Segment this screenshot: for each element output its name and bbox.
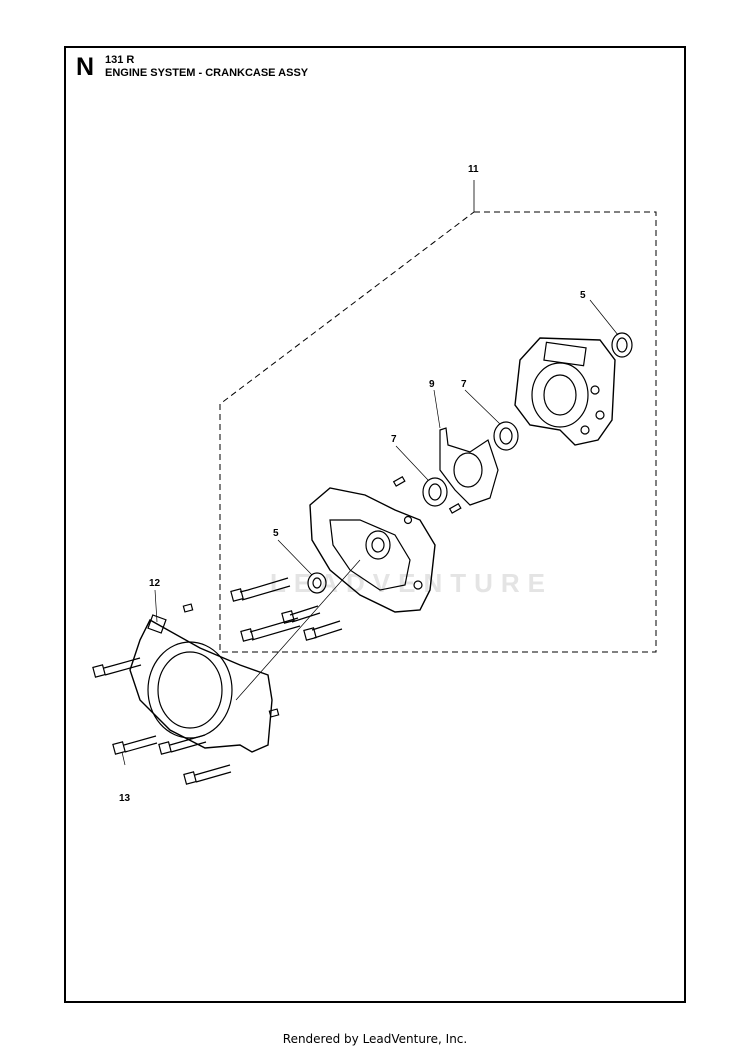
leader-lines bbox=[121, 299, 619, 766]
bearing-right bbox=[493, 421, 519, 451]
fan-housing-screws bbox=[92, 603, 280, 785]
callout-7-right: 7 bbox=[461, 379, 467, 390]
seal-lower bbox=[307, 572, 327, 594]
callout-5-upper: 5 bbox=[580, 290, 586, 301]
callout-12: 12 bbox=[149, 578, 161, 589]
gasket bbox=[439, 427, 499, 506]
dowel-pin bbox=[448, 502, 462, 514]
page-title: ENGINE SYSTEM - CRANKCASE ASSY bbox=[105, 67, 309, 79]
diagram-frame bbox=[64, 46, 686, 1003]
assembly-group-outline bbox=[219, 211, 657, 653]
crankcase-bolts bbox=[230, 577, 343, 642]
crankcase-right-half bbox=[514, 337, 616, 446]
callout-9: 9 bbox=[429, 379, 435, 390]
callout-5-lower: 5 bbox=[273, 528, 279, 539]
callout-11: 11 bbox=[468, 164, 479, 175]
model-number: 131 R bbox=[105, 54, 135, 66]
section-letter: N bbox=[76, 53, 95, 81]
seal-upper bbox=[611, 332, 633, 358]
bearing-left bbox=[422, 477, 448, 507]
fan-housing bbox=[129, 614, 273, 753]
callout-13: 13 bbox=[119, 793, 131, 804]
crankcase-left-half bbox=[309, 487, 436, 613]
callout-7-left: 7 bbox=[391, 434, 397, 445]
footer-credit: Rendered by LeadVenture, Inc. bbox=[282, 1032, 468, 1046]
dowel-pin bbox=[392, 475, 406, 487]
